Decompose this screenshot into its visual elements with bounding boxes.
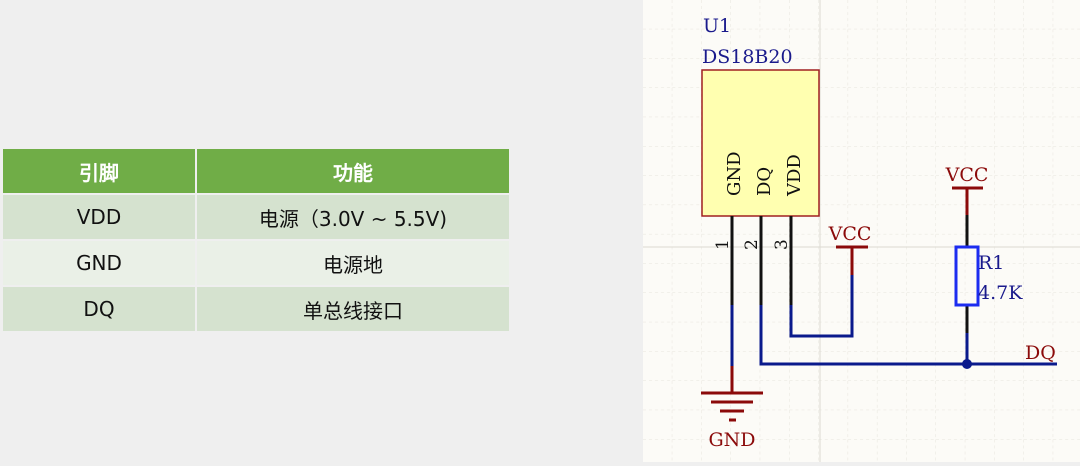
table-row: DQ 单总线接口 <box>3 287 509 331</box>
cell-function: 电源地 <box>197 241 509 285</box>
part-label: DS18B20 <box>702 46 793 68</box>
vcc-symbol-resistor[interactable] <box>952 186 983 215</box>
designator-label: U1 <box>703 15 731 37</box>
pin-number-1: 1 <box>713 239 733 250</box>
cell-function: 单总线接口 <box>197 287 509 331</box>
cell-pin: GND <box>3 241 195 285</box>
cell-pin: VDD <box>3 195 195 239</box>
pin-number-2: 2 <box>742 239 762 250</box>
cell-function: 电源（3.0V ~ 5.5V) <box>197 195 509 239</box>
vcc-symbol[interactable] <box>836 245 868 275</box>
resistor-designator: R1 <box>978 252 1004 274</box>
resistor-value: 4.7K <box>978 282 1023 304</box>
header-function: 功能 <box>197 149 509 193</box>
pin-function-table: 引脚 功能 VDD 电源（3.0V ~ 5.5V) GND 电源地 DQ 单总线… <box>1 147 511 333</box>
pins <box>730 215 969 333</box>
header-pin: 引脚 <box>3 149 195 193</box>
schematic-diagram: U1 DS18B20 GND DQ VDD 1 2 3 GND VCC VCC … <box>643 0 1080 462</box>
gnd-symbol[interactable] <box>701 366 763 422</box>
junction-dot <box>962 359 972 369</box>
table-row: GND 电源地 <box>3 241 509 285</box>
pin-number-3: 3 <box>772 239 792 250</box>
wires <box>730 275 1057 366</box>
resistor-r1[interactable] <box>954 245 980 307</box>
vcc-label-2: VCC <box>945 164 989 186</box>
pin-table-panel: 引脚 功能 VDD 电源（3.0V ~ 5.5V) GND 电源地 DQ 单总线… <box>1 147 511 333</box>
pin-name-dq: DQ <box>754 167 775 196</box>
cell-pin: DQ <box>3 287 195 331</box>
net-label-dq: DQ <box>1025 342 1056 364</box>
table-row: VDD 电源（3.0V ~ 5.5V) <box>3 195 509 239</box>
vcc-label: VCC <box>828 223 872 245</box>
gnd-label: GND <box>708 429 755 451</box>
schematic-panel: U1 DS18B20 GND DQ VDD 1 2 3 GND VCC VCC … <box>643 0 1080 462</box>
ds18b20-body[interactable] <box>701 69 820 217</box>
pin-name-vdd: VDD <box>784 154 805 197</box>
pin-name-gnd: GND <box>724 151 745 196</box>
